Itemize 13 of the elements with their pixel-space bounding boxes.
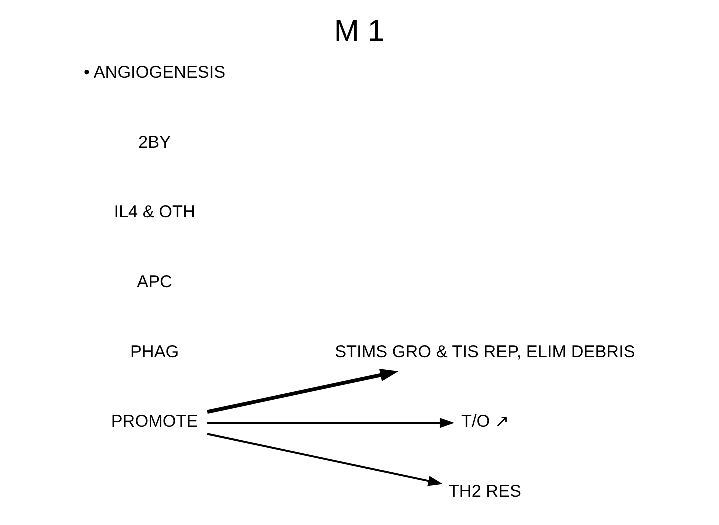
arrow — [207, 369, 399, 414]
diagram-title: M 1 — [334, 15, 385, 48]
label: • ANGIOGENESIS — [84, 62, 226, 82]
node-text: PROMOTE — [111, 411, 198, 432]
arrow — [207, 433, 443, 486]
node-text: T/O ↗ — [462, 411, 509, 432]
label: 2BY — [138, 132, 172, 152]
label: APC — [137, 272, 172, 292]
label: PHAG — [130, 341, 180, 362]
label: IL4 & OTH — [114, 202, 196, 222]
arrow — [208, 418, 455, 428]
node-text: TH2 RES — [448, 481, 522, 502]
node-text: STIMS GRO & TIS REP, ELIM DEBRIS — [335, 341, 636, 362]
